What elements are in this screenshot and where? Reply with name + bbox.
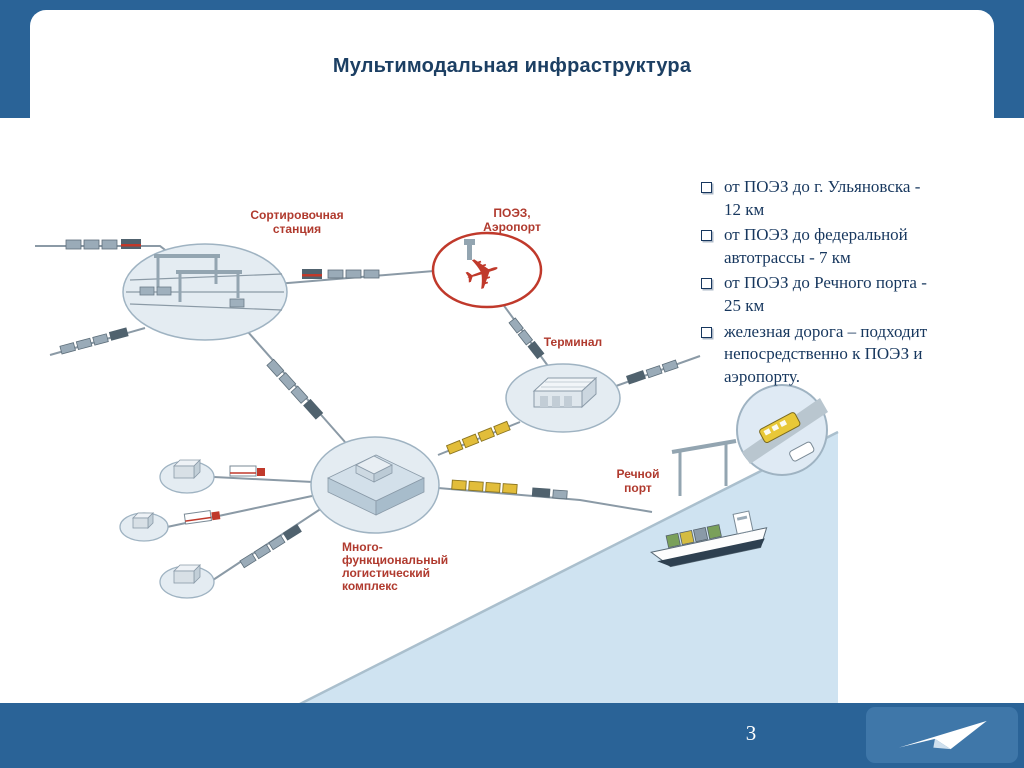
list-item: от ПОЭЗ до Речного порта - 25 км [701, 272, 1001, 317]
train-icon [302, 269, 380, 279]
vehicles-inset [736, 384, 828, 476]
bus-icon [759, 412, 801, 444]
airplane-logo-icon [898, 720, 987, 750]
logistics-label-2: функциональный [342, 553, 448, 567]
bullet-text: от ПОЭЗ до Речного порта - 25 км [724, 273, 927, 316]
car-icon [789, 441, 815, 462]
river-port-node [649, 439, 768, 568]
train-icon [59, 327, 129, 355]
wagons-icon [139, 286, 245, 308]
square-bullet-icon [701, 182, 712, 193]
terminal-label: Терминал [544, 335, 602, 349]
river [297, 430, 839, 707]
square-bullet-icon [701, 278, 712, 290]
factory-node [119, 512, 169, 542]
bullet-list: от ПОЭЗ до г. Ульяновска - 12 км от ПОЭЗ… [701, 176, 1001, 391]
convoy-icon [451, 479, 518, 495]
square-bullet-icon [701, 326, 712, 338]
airport-node: ✈ [431, 231, 543, 309]
page-title: Мультимодальная инфраструктура [332, 55, 692, 77]
content-card: Мультимодальная инфраструктура [30, 10, 994, 122]
terminal-node [505, 363, 621, 433]
convoy-icon [445, 420, 511, 455]
factory-node [159, 564, 215, 599]
footer-band [0, 703, 1024, 768]
list-item: железная дорога – подходит непосредствен… [701, 321, 1001, 389]
sorting-station-label-1: Сортировочная [250, 208, 343, 222]
train-icon [266, 358, 324, 420]
truck-icon [183, 509, 221, 525]
logo [866, 707, 1018, 763]
warehouse-icon [532, 376, 598, 409]
factory-node [159, 459, 215, 494]
train-icon [65, 239, 141, 250]
bullet-text: железная дорога – подходит непосредствен… [724, 321, 928, 386]
airport-label-2: Аэропорт [483, 220, 541, 234]
square-bullet-icon [701, 230, 712, 242]
river-port-label-1: Речной [616, 467, 659, 481]
logistics-label-1: Много- [342, 540, 383, 554]
list-item: от ПОЭЗ до г. Ульяновска - 12 км [701, 176, 1001, 221]
sorting-station-node [122, 243, 288, 341]
list-item: от ПОЭЗ до федеральной автотрассы - 7 км [701, 224, 1001, 269]
train-icon [626, 359, 679, 385]
bullet-text: от ПОЭЗ до г. Ульяновска - 12 км [724, 177, 921, 219]
train-icon [531, 487, 568, 500]
train-icon [239, 524, 302, 569]
logistics-label-4: комплекс [342, 579, 398, 593]
ship-icon [649, 510, 768, 568]
page-number: 3 [745, 721, 757, 745]
truck-icon [229, 465, 265, 477]
logistics-node [310, 436, 440, 534]
train-icon [508, 317, 545, 360]
bullet-text: от ПОЭЗ до федеральной автотрассы - 7 км [724, 225, 908, 267]
infrastructure-diagram: Сортировочная станция [20, 160, 840, 707]
control-tower-icon [464, 239, 475, 260]
logistics-label-3: логистический [342, 566, 430, 580]
sorting-station-label-2: станция [273, 222, 321, 236]
gantry-crane-icon [154, 254, 242, 302]
airport-label-1: ПОЭЗ, [493, 206, 530, 220]
port-crane-icon [671, 439, 737, 496]
river-port-label-2: порт [624, 481, 652, 495]
logistics-building-icon [327, 454, 425, 516]
